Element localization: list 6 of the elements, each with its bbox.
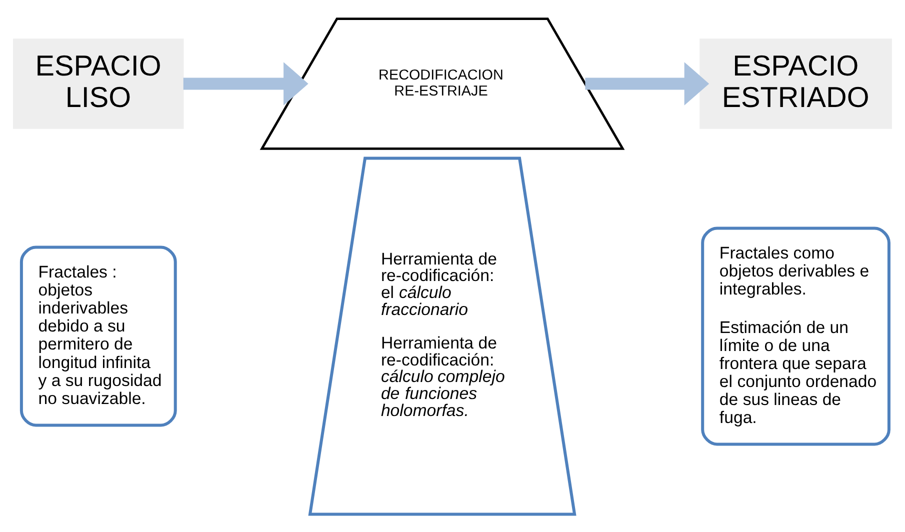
node-box: Fractales : objetos inderivables debido a su permitero de longitud infinita y a su rugosidad no suavizable.	[20, 245, 177, 426]
node-box: ESPACIO ESTRIADO	[700, 38, 892, 128]
arrow	[183, 62, 308, 105]
node-box: Fractales como objetos derivables e integrables. Estimación de un límite o de una frontera que separa el conjunto ordenado de sus lineas de fuga.	[701, 226, 890, 446]
node-box: ESPACIO LISO	[13, 38, 184, 128]
arrow	[585, 62, 710, 105]
